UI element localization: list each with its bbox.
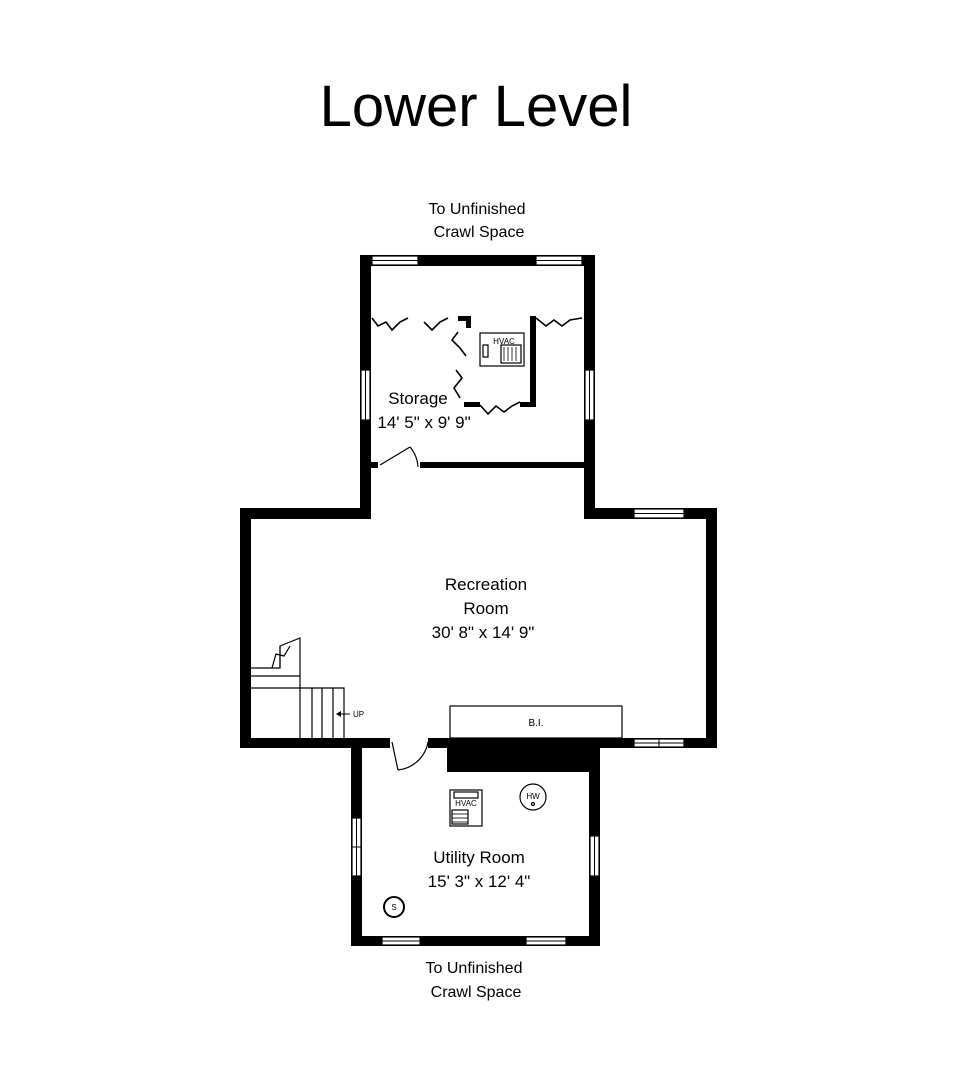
top-crawl-note-line2: Crawl Space bbox=[434, 224, 525, 241]
stairs-up-label: UP bbox=[353, 710, 364, 719]
storage-window-top-right bbox=[535, 255, 583, 266]
utility-hvac-label: HVAC bbox=[455, 799, 477, 808]
sump-pump-label: S bbox=[391, 903, 396, 912]
utility-room-dims: 15' 3" x 12' 4" bbox=[428, 872, 531, 891]
utility-door[interactable] bbox=[391, 741, 429, 771]
chimney-block bbox=[447, 742, 599, 772]
recreation-room-name-line2: Room bbox=[463, 599, 508, 618]
plan-title: Lower Level bbox=[320, 74, 633, 139]
utility-window-right bbox=[589, 835, 600, 877]
storage-hvac-unit: HVAC bbox=[479, 332, 525, 367]
bottom-crawl-note-line1: To Unfinished bbox=[426, 960, 523, 977]
bottom-crawl-note-line2: Crawl Space bbox=[431, 984, 522, 1001]
recreation-window-top bbox=[633, 508, 685, 519]
storage-hvac-label: HVAC bbox=[493, 337, 515, 346]
storage-closets bbox=[371, 316, 583, 416]
storage-window-top-left bbox=[371, 255, 419, 266]
utility-window-left bbox=[351, 817, 362, 877]
recreation-room-name-line1: Recreation bbox=[445, 575, 527, 594]
stairs-up-arrow-icon bbox=[336, 711, 350, 717]
staircase bbox=[251, 637, 345, 738]
storage-walls bbox=[360, 255, 595, 517]
storage-door[interactable] bbox=[379, 446, 419, 468]
storage-room-name: Storage bbox=[388, 389, 448, 408]
storage-window-right bbox=[584, 369, 595, 421]
sump-pump-icon: S bbox=[383, 896, 405, 918]
recreation-room-dims: 30' 8" x 14' 9" bbox=[432, 623, 535, 642]
utility-window-bottom-right bbox=[525, 936, 567, 946]
water-heater-label: HW bbox=[526, 792, 540, 801]
utility-room-name: Utility Room bbox=[433, 848, 525, 867]
built-in-label: B.I. bbox=[528, 718, 543, 729]
utility-hvac-unit: HVAC bbox=[449, 789, 483, 827]
utility-window-bottom-left bbox=[381, 936, 421, 946]
storage-window-left bbox=[360, 369, 371, 421]
recreation-window-bottom bbox=[633, 738, 685, 748]
water-heater-icon: HW bbox=[519, 783, 547, 811]
built-in-cabinet bbox=[449, 705, 623, 739]
top-crawl-note-line1: To Unfinished bbox=[429, 201, 526, 218]
storage-room-dims: 14' 5" x 9' 9" bbox=[377, 413, 470, 432]
